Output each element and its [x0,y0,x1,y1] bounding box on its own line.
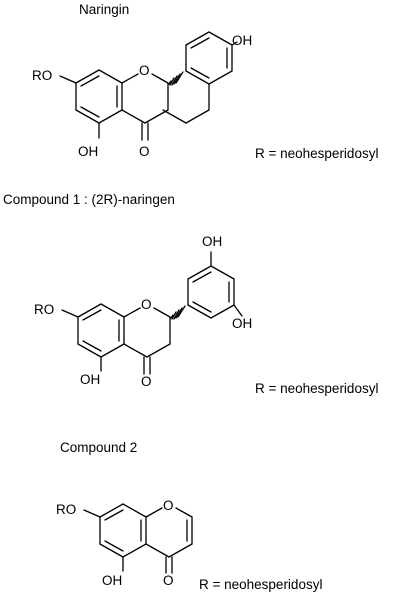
bond [210,304,235,319]
compound-2-r-definition: R = neohesperidosyl [199,577,323,592]
bond [208,31,233,46]
bond [98,109,123,124]
bond [104,509,124,521]
compound-1-ro-label: RO [34,302,55,317]
bond [162,109,187,124]
bond [80,106,100,118]
compound-1-5-oh-label: OH [80,372,101,387]
compound-1-structure [61,251,243,375]
compound-1-ring-o-label: O [141,297,152,312]
bond [61,309,79,318]
naringin-4p-oh-label: OH [232,33,253,48]
bond [231,41,238,46]
bond [82,309,102,321]
bond [153,307,171,318]
hashed-bond [170,305,186,320]
naringin-5-oh-label: OH [78,144,99,159]
bond [77,303,102,318]
bond [192,271,212,283]
bond [59,75,77,84]
hashed-bond [168,71,184,86]
compound-2-5-oh-label: OH [102,573,123,588]
bond [145,543,170,558]
bond [192,301,212,313]
bond [122,543,147,558]
naringin-title: Naringin [79,2,130,17]
bond [77,343,102,358]
bond [99,543,124,558]
bond [100,303,125,318]
naringin-ring-o-label: O [139,63,150,78]
compound-2-ro-label: RO [56,502,77,517]
bond [187,265,212,280]
compound-1-r-definition: R = neohesperidosyl [255,381,379,396]
bond [185,109,210,124]
naringin-r-definition: R = neohesperidosyl [255,146,379,161]
compound-1-3p-oh-label: OH [202,234,223,249]
compound-2-ring-o-label: O [163,498,174,513]
naringin-ro-label: RO [32,68,53,83]
bond [98,69,123,84]
bond [151,73,169,84]
bond [82,340,102,352]
bond [185,31,210,46]
bond [104,540,124,552]
compound-2-title: Compound 2 [60,440,138,455]
bond [123,343,148,358]
bond [99,503,124,518]
compound-1-carbonyl-o-label: O [141,374,152,389]
bond [100,343,125,358]
bond [75,69,100,84]
bond [83,509,101,518]
bond [121,73,139,84]
bond [210,265,235,280]
compound-1-5p-oh-label: OH [232,316,253,331]
bond [175,507,193,518]
bond [168,543,193,558]
bond [121,109,146,124]
compound-2-carbonyl-o-label: O [163,573,174,588]
bond [122,503,147,518]
bond [208,70,233,85]
bond [80,75,100,87]
bond [233,304,243,317]
bond [190,67,210,79]
bond [145,507,163,518]
compound-1-title: Compound 1 : (2R)-naringen [3,192,175,207]
bond [123,307,141,318]
bond [190,37,210,49]
bond [75,109,100,124]
naringin-structure [59,31,238,141]
bond [144,109,169,124]
compound-2-structure [83,503,193,574]
naringin-carbonyl-o-label: O [139,144,150,159]
bond [146,343,171,358]
bond [185,70,210,85]
bond [187,304,212,319]
